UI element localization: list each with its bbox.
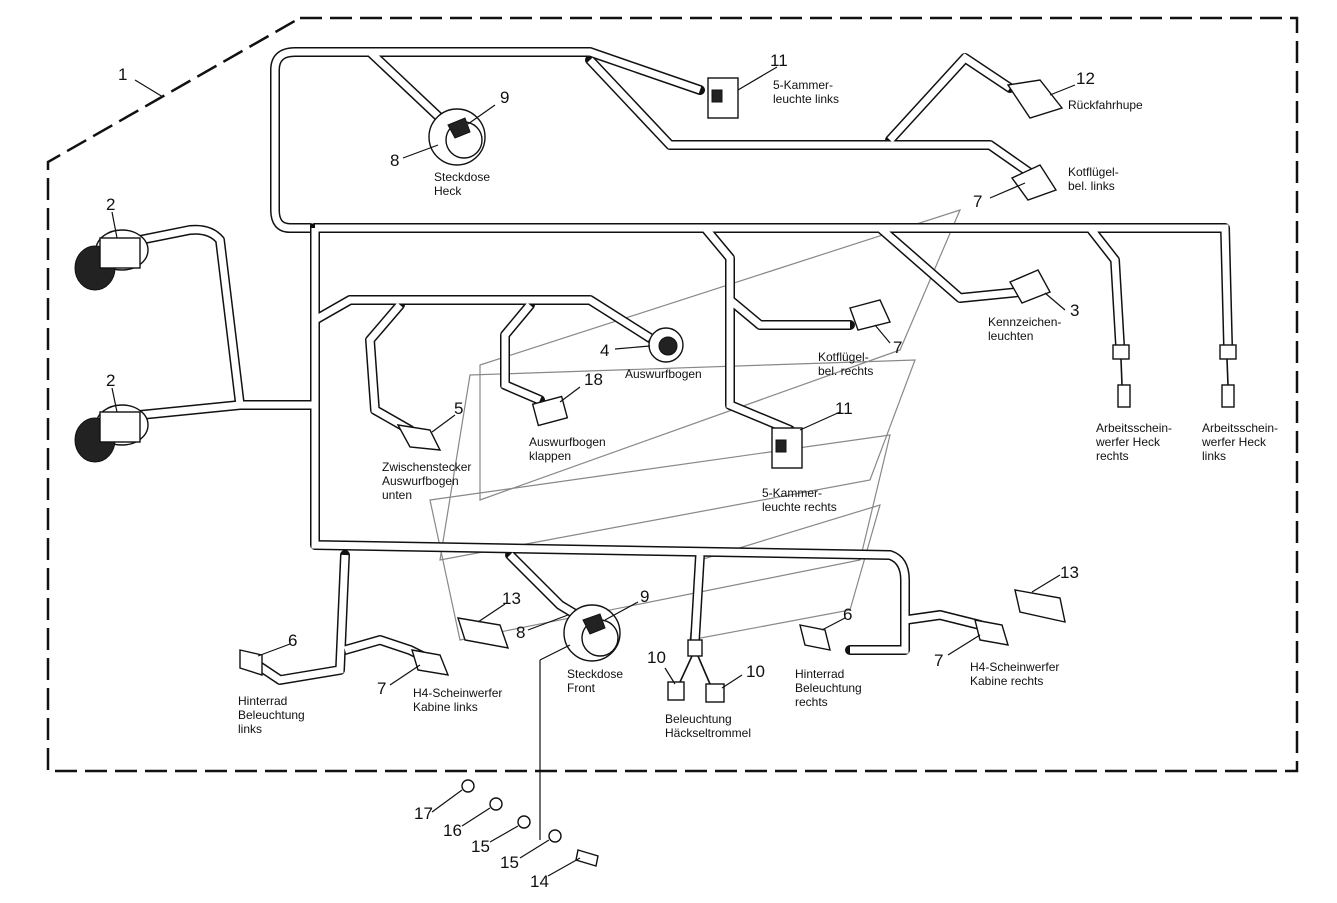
ejection-chute-connector bbox=[648, 327, 684, 363]
label-kennzeichen: Kennzeichen- leuchten bbox=[988, 315, 1065, 343]
work-light-rear-right-connector bbox=[1112, 344, 1131, 408]
callout-numbers: 1 2 2 8 9 11 12 7 3 7 4 18 5 11 6 13 7 8… bbox=[106, 51, 1095, 891]
callout-7c: 7 bbox=[377, 679, 386, 698]
rear-wheel-light-right-connector bbox=[799, 624, 831, 651]
callout-7d: 7 bbox=[934, 651, 943, 670]
callout-18: 18 bbox=[584, 370, 603, 389]
callout-15a: 15 bbox=[471, 837, 490, 856]
callout-6a: 6 bbox=[288, 631, 297, 650]
callout-10b: 10 bbox=[746, 662, 765, 681]
fender-light-left-connector bbox=[1010, 164, 1058, 201]
label-steckdose-front: Steckdose Front bbox=[567, 667, 626, 695]
callout-7a: 7 bbox=[973, 192, 982, 211]
license-light-connector bbox=[1009, 269, 1051, 304]
callout-16: 16 bbox=[443, 821, 462, 840]
reverse-horn-connector bbox=[1006, 79, 1064, 119]
label-auswurfbogen-klappen: Auswurfbogen klappen bbox=[529, 435, 609, 463]
callout-9a: 9 bbox=[500, 88, 509, 107]
main-connector-upper bbox=[74, 229, 149, 291]
label-hinterrad-links: Hinterrad Beleuchtung links bbox=[238, 694, 308, 736]
label-haeckseltrommel: Beleuchtung Häckseltrommel bbox=[665, 712, 751, 740]
work-light-rear-left-connector bbox=[1219, 344, 1237, 408]
callout-8a: 8 bbox=[390, 151, 399, 170]
label-auswurfbogen: Auswurfbogen bbox=[625, 367, 702, 381]
label-kotfluegel-links: Kotflügel- bel. links bbox=[1068, 165, 1122, 193]
label-h4-links: H4-Scheinwerfer Kabine links bbox=[413, 686, 506, 714]
label-arbeit-links: Arbeitsschein- werfer Heck links bbox=[1201, 421, 1281, 463]
chopper-drum-light-connectors bbox=[667, 639, 725, 703]
front-socket bbox=[563, 604, 621, 662]
callout-9b: 9 bbox=[640, 587, 649, 606]
callout-14: 14 bbox=[530, 872, 549, 891]
label-h4-rechts: H4-Scheinwerfer Kabine rechts bbox=[970, 660, 1063, 688]
leader-lines bbox=[111, 66, 1076, 877]
label-zwischenstecker: Zwischenstecker Auswurfbogen unten bbox=[382, 460, 475, 502]
callout-11b: 11 bbox=[835, 399, 853, 418]
label-steckdose-heck: Steckdose Heck bbox=[434, 170, 493, 198]
fender-light-right-connector bbox=[849, 299, 891, 331]
callout-1: 1 bbox=[118, 65, 127, 84]
marker-light-left-connector bbox=[707, 77, 739, 119]
component-labels: 5-Kammer- leuchte links Rückfahrhupe Ste… bbox=[238, 78, 1281, 740]
label-rueckfahrhupe: Rückfahrhupe bbox=[1068, 98, 1143, 112]
callout-10a: 10 bbox=[647, 648, 666, 667]
callout-5: 5 bbox=[454, 399, 463, 418]
rear-socket bbox=[428, 108, 486, 166]
h4-headlight-left-connectors bbox=[411, 617, 510, 676]
label-hinterrad-rechts: Hinterrad Beleuchtung rechts bbox=[795, 667, 865, 709]
callout-17: 17 bbox=[414, 804, 433, 823]
callout-3: 3 bbox=[1070, 301, 1079, 320]
callout-11a: 11 bbox=[770, 51, 788, 70]
callout-6b: 6 bbox=[843, 605, 852, 624]
intermediate-connector bbox=[396, 424, 442, 451]
label-kammer-rechts: 5-Kammer- leuchte rechts bbox=[762, 486, 837, 514]
callout-2a: 2 bbox=[106, 195, 115, 214]
h4-headlight-right-connectors bbox=[974, 589, 1066, 646]
label-kammer-links: 5-Kammer- leuchte links bbox=[773, 78, 839, 106]
mounting-hardware bbox=[461, 779, 599, 867]
marker-light-right-connector bbox=[771, 427, 803, 469]
main-connector-lower bbox=[74, 404, 149, 463]
callout-8b: 8 bbox=[516, 623, 525, 642]
callout-4: 4 bbox=[600, 341, 609, 360]
callout-12: 12 bbox=[1076, 69, 1095, 88]
assembly-boundary bbox=[46, 16, 1299, 773]
callout-13a: 13 bbox=[502, 589, 521, 608]
chute-flap-connector bbox=[531, 395, 569, 427]
harness-wire-cores bbox=[139, 48, 1232, 684]
callout-15b: 15 bbox=[500, 853, 519, 872]
callout-13b: 13 bbox=[1060, 563, 1079, 582]
label-arbeit-rechts: Arbeitsschein- werfer Heck rechts bbox=[1095, 421, 1175, 463]
callout-2b: 2 bbox=[106, 371, 115, 390]
callout-7b: 7 bbox=[893, 338, 902, 357]
label-kotfluegel-rechts: Kotflügel- bel. rechts bbox=[818, 350, 873, 378]
rear-wheel-light-left-connector bbox=[239, 649, 263, 676]
